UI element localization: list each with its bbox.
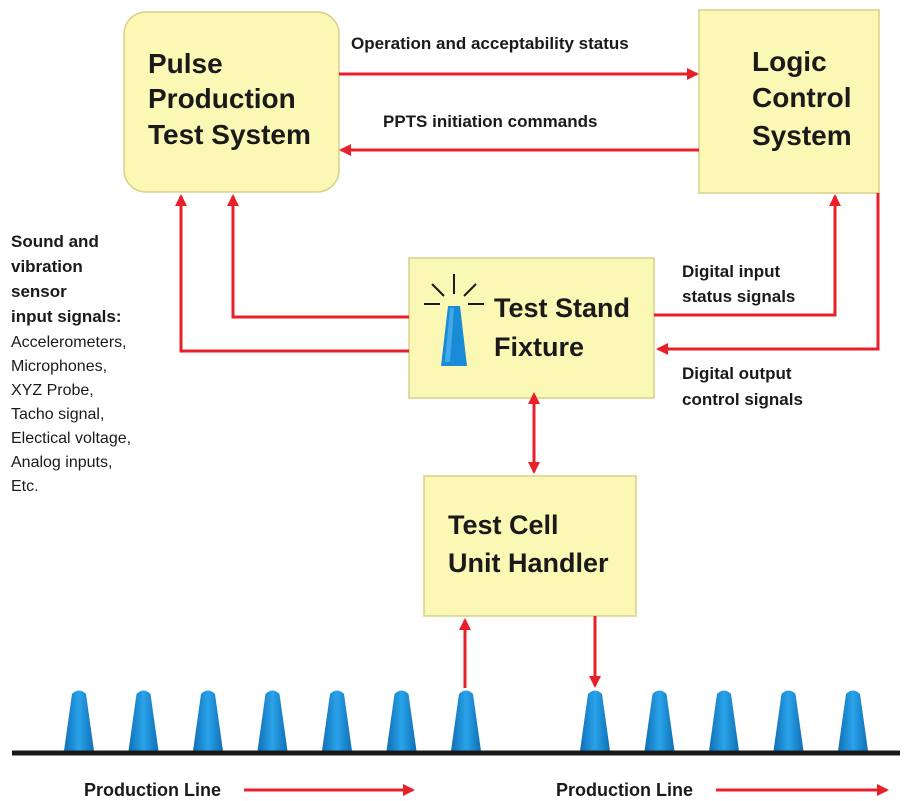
- production-line-label-left: Production Line: [84, 780, 221, 800]
- production-unit-left-5: [322, 690, 352, 751]
- sensor-signal-arrow-outer: [175, 194, 409, 353]
- production-unit-left-6: [386, 690, 417, 751]
- handler-title-line2: Unit Handler: [448, 548, 609, 578]
- production-unit-left-4: [257, 690, 288, 751]
- sensor-item: Microphones,: [11, 358, 107, 375]
- production-unit-right-1: [580, 690, 610, 751]
- sensor-item: Etc.: [11, 478, 39, 495]
- ppts-box: Pulse Production Test System: [123, 11, 340, 193]
- production-unit-right-4: [773, 690, 804, 751]
- logic-control-box: Logic Control System: [698, 9, 880, 194]
- fixture-title-line1: Test Stand: [494, 293, 630, 323]
- sensor-list: Sound and vibration sensor input signals…: [11, 232, 131, 495]
- digital-output-label-line1: Digital output: [682, 364, 792, 383]
- production-unit-left-3: [193, 690, 223, 751]
- handler-title-line1: Test Cell: [448, 510, 559, 540]
- sensor-signal-arrow-inner: [227, 194, 409, 319]
- ppts-title-line3: Test System: [148, 119, 311, 150]
- fixture-title-line2: Fixture: [494, 332, 584, 362]
- ppts-title-line2: Production: [148, 83, 296, 114]
- sensor-item: Tacho signal,: [11, 406, 104, 423]
- ppts-title-line1: Pulse: [148, 48, 223, 79]
- production-unit-left-1: [64, 690, 94, 751]
- sensor-heading-line3: sensor: [11, 282, 67, 301]
- sensor-item: Electical voltage,: [11, 430, 131, 447]
- sensor-heading-line2: vibration: [11, 257, 83, 276]
- digital-input-label-line1: Digital input: [682, 262, 781, 281]
- production-unit-left-7: [451, 690, 481, 751]
- production-units: [64, 690, 868, 751]
- digital-output-label-line2: control signals: [682, 390, 803, 409]
- sensor-item: Analog inputs,: [11, 454, 112, 471]
- lcs-title-line3: System: [752, 120, 852, 151]
- production-unit-right-2: [644, 690, 675, 751]
- beacon-icon: [424, 274, 484, 366]
- digital-output-arrow: [656, 193, 880, 355]
- handler-box: Test Cell Unit Handler: [423, 475, 637, 617]
- sensor-item: XYZ Probe,: [11, 382, 94, 399]
- production-unit-right-3: [709, 690, 739, 751]
- sensor-heading-line1: Sound and: [11, 232, 99, 251]
- production-line-label-right: Production Line: [556, 780, 693, 800]
- digital-input-label-line2: status signals: [682, 287, 795, 306]
- production-unit-right-5: [838, 690, 868, 751]
- lcs-title-line1: Logic: [752, 46, 827, 77]
- sensor-item: Accelerometers,: [11, 334, 127, 351]
- production-unit-left-2: [128, 690, 159, 751]
- fixture-box: Test Stand Fixture: [408, 257, 655, 399]
- commands-arrow-label: PPTS initiation commands: [383, 112, 597, 131]
- lcs-title-line2: Control: [752, 82, 852, 113]
- status-arrow-label: Operation and acceptability status: [351, 34, 629, 53]
- sensor-heading-line4: input signals:: [11, 307, 122, 326]
- digital-input-arrow: [654, 194, 841, 317]
